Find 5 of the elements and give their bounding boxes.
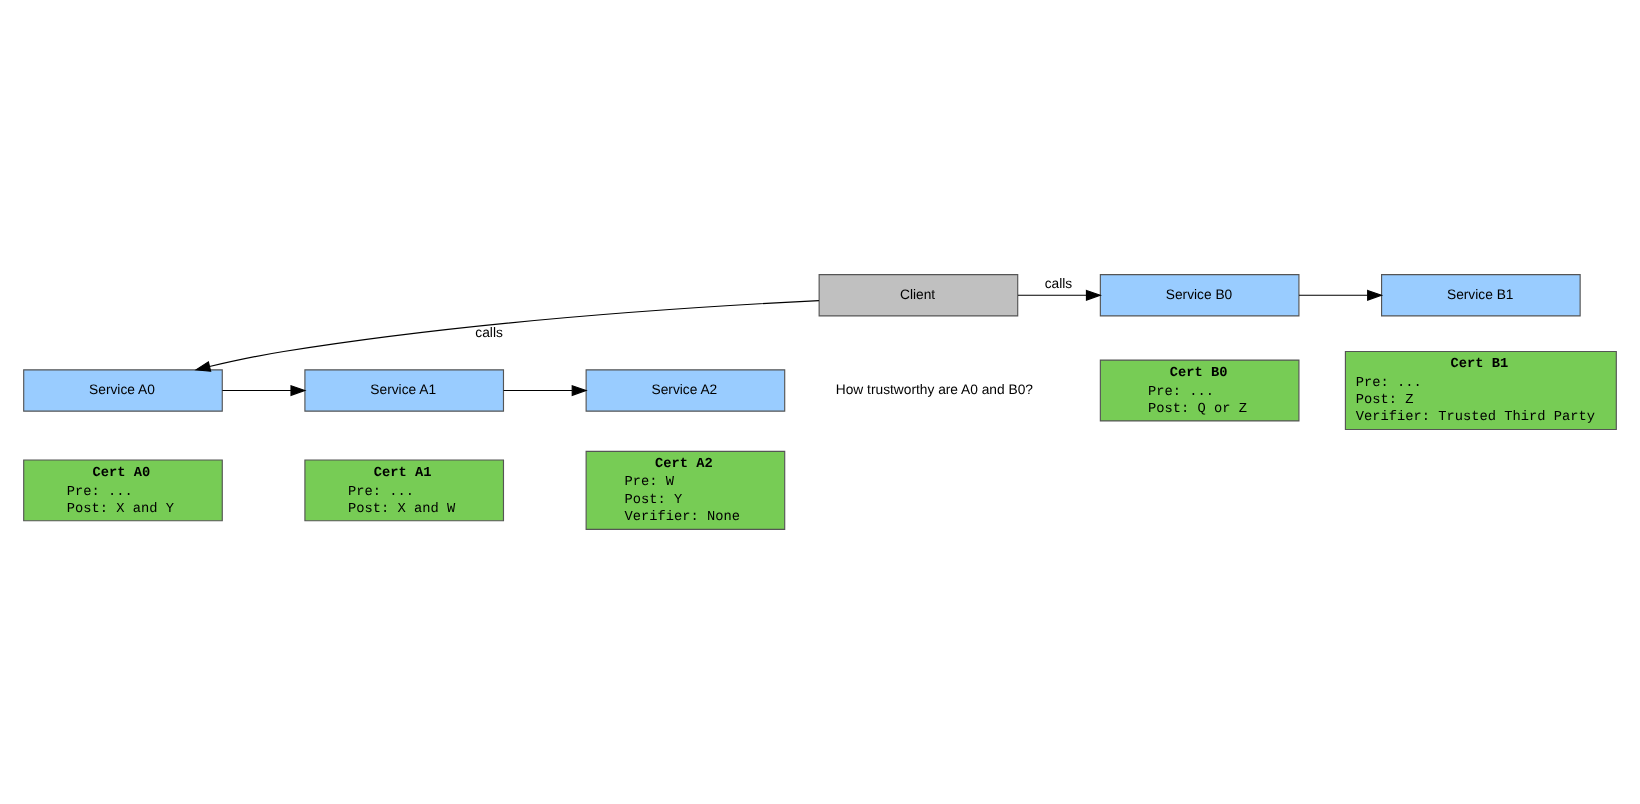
arrow [194,300,820,372]
arrow [1017,289,1102,301]
arrow [503,384,588,397]
arrow [1298,289,1384,301]
arrow [221,384,307,397]
